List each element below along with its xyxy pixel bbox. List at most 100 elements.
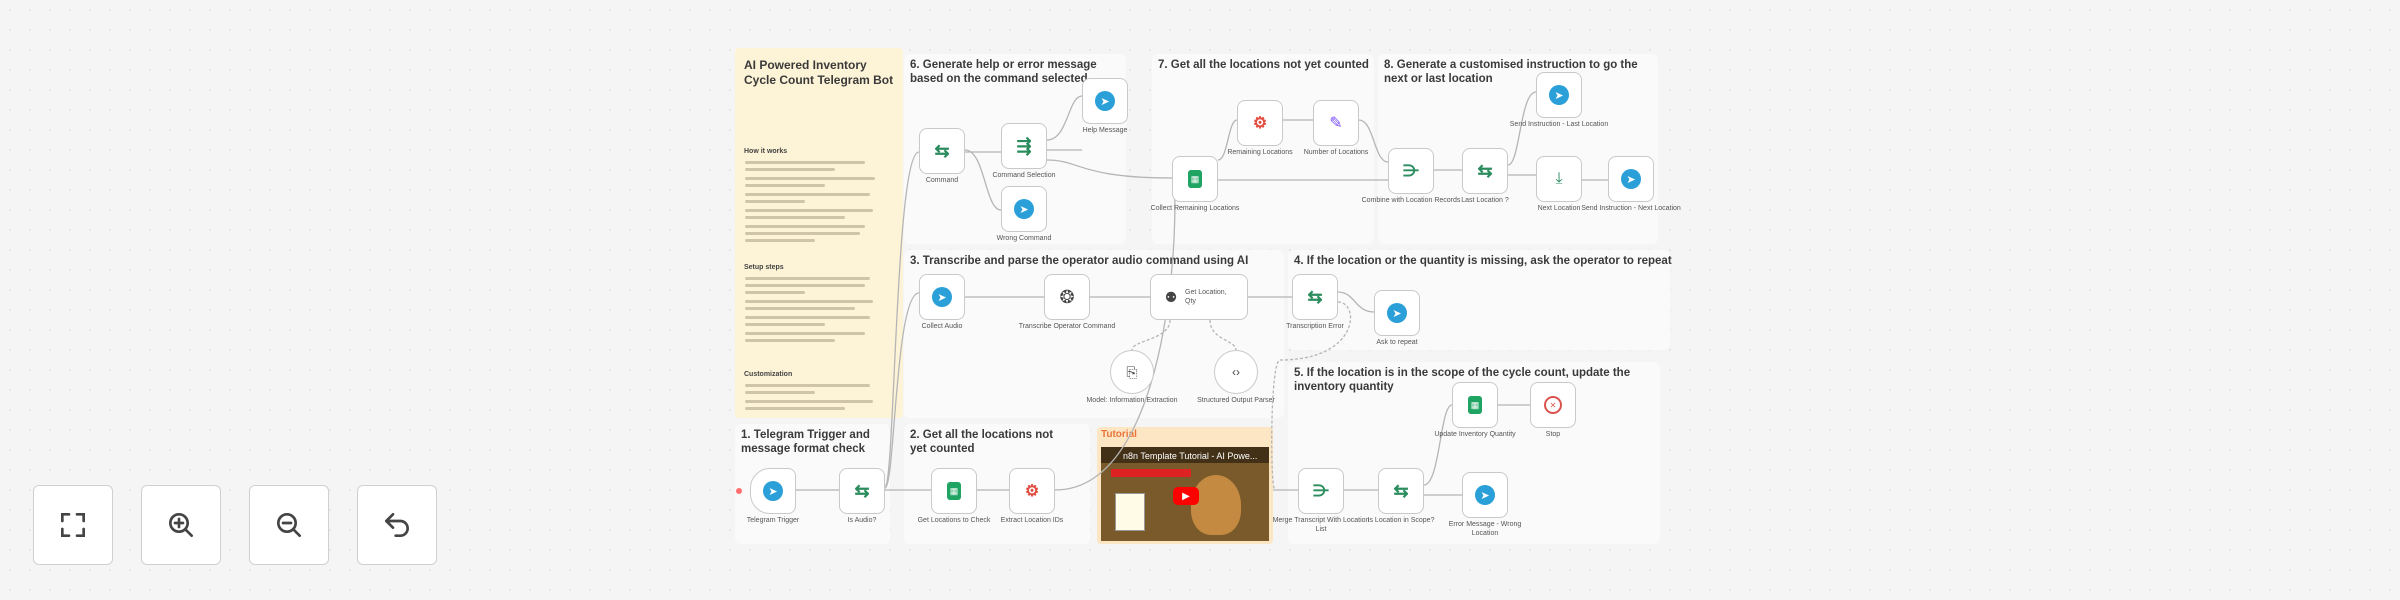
merge-transcript-with-location-list-node[interactable]: ⋺ xyxy=(1298,468,1344,514)
wrong-command-node[interactable]: ➤ xyxy=(1001,186,1047,232)
node-label: Structured Output Parser xyxy=(1197,397,1275,404)
remaining-locations-node[interactable]: ⚙ xyxy=(1237,100,1283,146)
node-label: Stop xyxy=(1545,431,1561,438)
if-icon: ⇆ xyxy=(1393,480,1409,501)
section-remaining-locations[interactable]: 7. Get all the locations not yet counted xyxy=(1152,54,1374,244)
zoom-out-button[interactable] xyxy=(249,485,329,565)
openai-icon: ❂ xyxy=(1059,286,1075,307)
model-information-extraction-node[interactable]: ⎘ xyxy=(1110,350,1154,394)
sticky-text-line xyxy=(745,391,815,394)
tutorial-video-thumbnail[interactable]: n8n Template Tutorial - AI Powe... ▶ xyxy=(1101,447,1269,541)
section-title: 4. If the location or the quantity is mi… xyxy=(1294,255,1672,267)
download-icon: ⤓ xyxy=(1555,170,1563,187)
node-label: Is Audio? xyxy=(847,517,877,524)
zoom-in-button[interactable] xyxy=(141,485,221,565)
node-label: Merge Transcript With Location List xyxy=(1272,517,1370,533)
sticky-text-line xyxy=(745,232,860,235)
transcription-error-node[interactable]: ⇆ xyxy=(1292,274,1338,320)
sticky-text-line xyxy=(745,291,805,294)
sticky-text-line xyxy=(745,307,855,310)
node-label: Transcription Error xyxy=(1286,323,1344,330)
telegram-icon: ➤ xyxy=(932,287,952,307)
telegram-icon: ➤ xyxy=(1549,85,1569,105)
ask-to-repeat-node[interactable]: ➤ xyxy=(1374,290,1420,336)
video-title: n8n Template Tutorial - AI Powe... xyxy=(1123,451,1258,461)
section-title: 2. Get all the locations not yet counted xyxy=(910,429,1054,455)
tutorial-note[interactable]: Tutorial n8n Template Tutorial - AI Powe… xyxy=(1097,427,1273,544)
play-icon[interactable]: ▶ xyxy=(1173,487,1199,505)
video-ribbon xyxy=(1111,469,1191,477)
overview-sticky-note[interactable]: AI Powered Inventory Cycle Count Telegra… xyxy=(735,48,903,418)
trigger-indicator xyxy=(736,488,742,494)
help-message-node[interactable]: ➤ xyxy=(1082,78,1128,124)
section-title: 8. Generate a customised instruction to … xyxy=(1384,59,1638,85)
sticky-text-line xyxy=(745,184,825,187)
node-label: Number of Locations xyxy=(1303,149,1369,156)
code-brackets-icon: ‹› xyxy=(1232,365,1240,379)
section-ask-repeat[interactable]: 4. If the location or the quantity is mi… xyxy=(1288,250,1672,350)
command-node[interactable]: ⇆ xyxy=(919,128,965,174)
sticky-text-line xyxy=(745,161,865,164)
next-location-node[interactable]: ⤓ xyxy=(1536,156,1582,202)
reset-zoom-button[interactable] xyxy=(357,485,437,565)
node-label: Collect Audio xyxy=(921,323,963,330)
command-selection-node[interactable]: ⇶ xyxy=(1001,123,1047,169)
number-of-locations-node[interactable]: ✎ xyxy=(1313,100,1359,146)
edit-fields-icon: ✎ xyxy=(1329,115,1343,132)
transcribe-operator-command-node[interactable]: ❂ xyxy=(1044,274,1090,320)
node-label: Next Location xyxy=(1537,205,1581,212)
extract-location-ids-node[interactable]: ⚙ xyxy=(1009,468,1055,514)
get-locations-to-check-node[interactable]: ▦ xyxy=(931,468,977,514)
node-label: Command Selection xyxy=(992,172,1056,179)
zoom-in-icon xyxy=(169,513,193,537)
send-instruction-next-location-node[interactable]: ➤ xyxy=(1608,156,1654,202)
send-instruction-last-location-node[interactable]: ➤ xyxy=(1536,72,1582,118)
collect-audio-node[interactable]: ➤ xyxy=(919,274,965,320)
sticky-text-line xyxy=(745,239,815,242)
collect-remaining-locations-node[interactable]: ▦ xyxy=(1172,156,1218,202)
error-message-wrong-location-node[interactable]: ➤ xyxy=(1462,472,1508,518)
combine-with-location-records-node[interactable]: ⋺ xyxy=(1388,148,1434,194)
section-title: 7. Get all the locations not yet counted xyxy=(1158,59,1369,71)
google-sheets-icon: ▦ xyxy=(1468,396,1482,414)
customization-heading: Customization xyxy=(744,371,793,378)
is-audio-node[interactable]: ⇆ xyxy=(839,468,885,514)
telegram-icon: ➤ xyxy=(1621,169,1641,189)
sticky-text-line xyxy=(745,225,865,228)
node-label: Help Message xyxy=(1082,127,1128,134)
sticky-text-line xyxy=(745,339,835,342)
tutorial-label: Tutorial xyxy=(1101,429,1137,440)
node-label: Ask to repeat xyxy=(1376,339,1418,346)
update-inventory-quantity-node[interactable]: ▦ xyxy=(1452,382,1498,428)
node-label: Get Location, Qty xyxy=(1185,289,1227,305)
telegram-icon: ➤ xyxy=(1014,199,1034,219)
is-location-in-scope-node[interactable]: ⇆ xyxy=(1378,468,1424,514)
stop-node[interactable]: ✕ xyxy=(1530,382,1576,428)
node-label: Remaining Locations xyxy=(1227,149,1293,156)
structured-output-parser-node[interactable]: ‹› xyxy=(1214,350,1258,394)
get-location-qty-node[interactable]: ⚉ Get Location, Qty xyxy=(1150,274,1248,320)
zoom-out-icon xyxy=(277,513,301,537)
sticky-text-line xyxy=(745,400,873,403)
if-icon: ⇆ xyxy=(1307,286,1323,307)
node-label: Collect Remaining Locations xyxy=(1150,205,1240,212)
sticky-text-line xyxy=(745,177,875,180)
telegram-icon: ➤ xyxy=(1475,485,1495,505)
google-sheets-icon: ▦ xyxy=(1188,170,1202,188)
section-title: 6. Generate help or error message based … xyxy=(910,59,1097,85)
sticky-text-line xyxy=(745,216,845,219)
sticky-text-line xyxy=(745,323,825,326)
video-character-image xyxy=(1191,475,1241,535)
code-icon: ⚙ xyxy=(1024,483,1040,500)
section-title: 3. Transcribe and parse the operator aud… xyxy=(910,255,1249,267)
last-location-node[interactable]: ⇆ xyxy=(1462,148,1508,194)
node-label: Command xyxy=(925,177,959,184)
sticky-text-line xyxy=(745,300,873,303)
sticky-text-line xyxy=(745,277,870,280)
telegram-icon: ➤ xyxy=(763,481,783,501)
switch-icon: ⇶ xyxy=(1016,135,1032,156)
node-label: Telegram Trigger xyxy=(746,517,800,524)
node-label: Get Locations to Check xyxy=(917,517,991,524)
fit-view-button[interactable] xyxy=(33,485,113,565)
telegram-trigger-node[interactable]: ➤ xyxy=(750,468,796,514)
